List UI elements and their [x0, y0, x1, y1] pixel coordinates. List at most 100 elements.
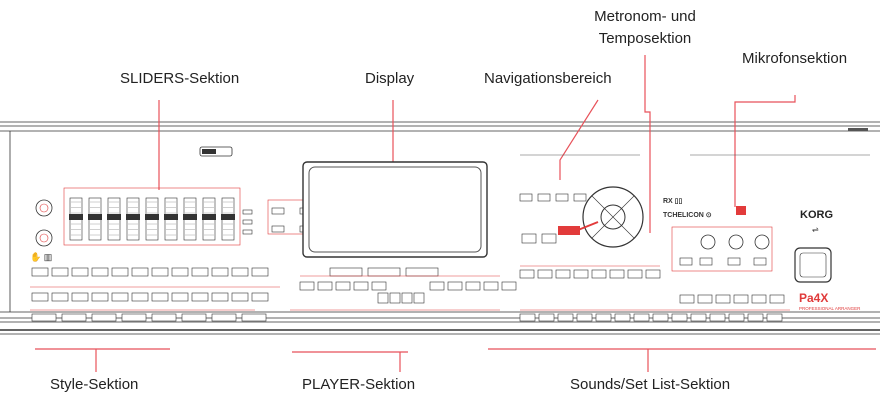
setlist-button[interactable] [634, 314, 649, 321]
variation-button[interactable] [122, 314, 146, 321]
style-button[interactable] [192, 268, 208, 276]
player2-button[interactable] [448, 282, 462, 290]
sound-button[interactable] [628, 270, 642, 278]
player1-button[interactable] [372, 282, 386, 290]
style-button[interactable] [132, 293, 148, 301]
player1-button[interactable] [300, 282, 314, 290]
sound-button[interactable] [734, 295, 748, 303]
player2-button[interactable] [466, 282, 480, 290]
master-volume-knob[interactable] [36, 200, 52, 216]
style-button[interactable] [112, 268, 128, 276]
sound-button[interactable] [574, 270, 588, 278]
variation-button[interactable] [152, 314, 176, 321]
style-button[interactable] [52, 268, 68, 276]
style-button[interactable] [132, 268, 148, 276]
sounds-buttons-row1[interactable] [520, 270, 784, 303]
navigation-buttons[interactable] [520, 194, 586, 243]
style-button[interactable] [152, 293, 168, 301]
transport-pads[interactable] [378, 293, 424, 303]
balance-knob[interactable] [36, 230, 52, 246]
setlist-button[interactable] [539, 314, 554, 321]
slider-knob[interactable] [183, 214, 197, 220]
slider-knob[interactable] [88, 214, 102, 220]
style-button[interactable] [232, 268, 248, 276]
variation-button[interactable] [212, 314, 236, 321]
style-button[interactable] [252, 293, 268, 301]
sound-button[interactable] [752, 295, 766, 303]
sound-button[interactable] [680, 295, 694, 303]
sound-button[interactable] [592, 270, 606, 278]
style-button[interactable] [172, 268, 188, 276]
style-button[interactable] [252, 268, 268, 276]
sound-button[interactable] [520, 270, 534, 278]
setlist-button[interactable] [767, 314, 782, 321]
setlist-button[interactable] [710, 314, 725, 321]
style-button[interactable] [52, 293, 68, 301]
style-button[interactable] [212, 293, 228, 301]
sound-button[interactable] [716, 295, 730, 303]
setlist-button[interactable] [520, 314, 535, 321]
player2-button[interactable] [430, 282, 444, 290]
player1-button[interactable] [336, 282, 350, 290]
style-button[interactable] [192, 293, 208, 301]
style-button[interactable] [92, 293, 108, 301]
style-button[interactable] [232, 293, 248, 301]
setlist-button[interactable] [558, 314, 573, 321]
variation-button[interactable] [182, 314, 206, 321]
slider-knob[interactable] [145, 214, 159, 220]
sound-button[interactable] [556, 270, 570, 278]
sounds-buttons-row2[interactable] [520, 314, 782, 321]
style-button[interactable] [152, 268, 168, 276]
setlist-button[interactable] [596, 314, 611, 321]
setlist-button[interactable] [577, 314, 592, 321]
slider-knob[interactable] [221, 214, 235, 220]
setlist-button[interactable] [748, 314, 763, 321]
slider-knob[interactable] [126, 214, 140, 220]
player2-button[interactable] [502, 282, 516, 290]
variation-button[interactable] [32, 314, 56, 321]
mic-buttons[interactable] [680, 258, 766, 265]
style-button[interactable] [72, 268, 88, 276]
display-screen[interactable] [303, 162, 487, 257]
style-buttons-row1[interactable] [32, 268, 268, 276]
style-button[interactable] [112, 293, 128, 301]
variation-button[interactable] [92, 314, 116, 321]
keyboard-set-button[interactable] [330, 268, 362, 276]
style-button[interactable] [172, 293, 188, 301]
svg-text:TCHELICON ⊙: TCHELICON ⊙ [663, 212, 712, 219]
keyboard-set-button[interactable] [406, 268, 438, 276]
style-button[interactable] [72, 293, 88, 301]
player2-button[interactable] [484, 282, 498, 290]
slider-knob[interactable] [164, 214, 178, 220]
player1-button[interactable] [354, 282, 368, 290]
setlist-button[interactable] [672, 314, 687, 321]
keyboard-set-button[interactable] [368, 268, 400, 276]
slider-knob[interactable] [69, 214, 83, 220]
setlist-button[interactable] [653, 314, 668, 321]
sliders-right-controls[interactable] [243, 210, 252, 234]
sound-button[interactable] [646, 270, 660, 278]
style-button[interactable] [212, 268, 228, 276]
setlist-button[interactable] [615, 314, 630, 321]
slider-knob[interactable] [202, 214, 216, 220]
setlist-button[interactable] [691, 314, 706, 321]
player1-button[interactable] [318, 282, 332, 290]
style-button[interactable] [32, 293, 48, 301]
mic-knobs[interactable] [701, 235, 769, 249]
sound-button[interactable] [770, 295, 784, 303]
setlist-button[interactable] [729, 314, 744, 321]
sound-button[interactable] [610, 270, 624, 278]
style-button[interactable] [92, 268, 108, 276]
slider-knob[interactable] [107, 214, 121, 220]
sound-button[interactable] [698, 295, 712, 303]
sound-button[interactable] [538, 270, 552, 278]
mic-on-button[interactable] [736, 206, 746, 215]
joystick[interactable] [795, 248, 831, 282]
style-buttons-row2[interactable] [32, 293, 268, 321]
variation-button[interactable] [242, 314, 266, 321]
value-dial[interactable] [583, 187, 643, 247]
player-buttons[interactable] [300, 268, 516, 290]
speaker-lock-switch[interactable] [200, 147, 232, 156]
style-button[interactable] [32, 268, 48, 276]
variation-button[interactable] [62, 314, 86, 321]
